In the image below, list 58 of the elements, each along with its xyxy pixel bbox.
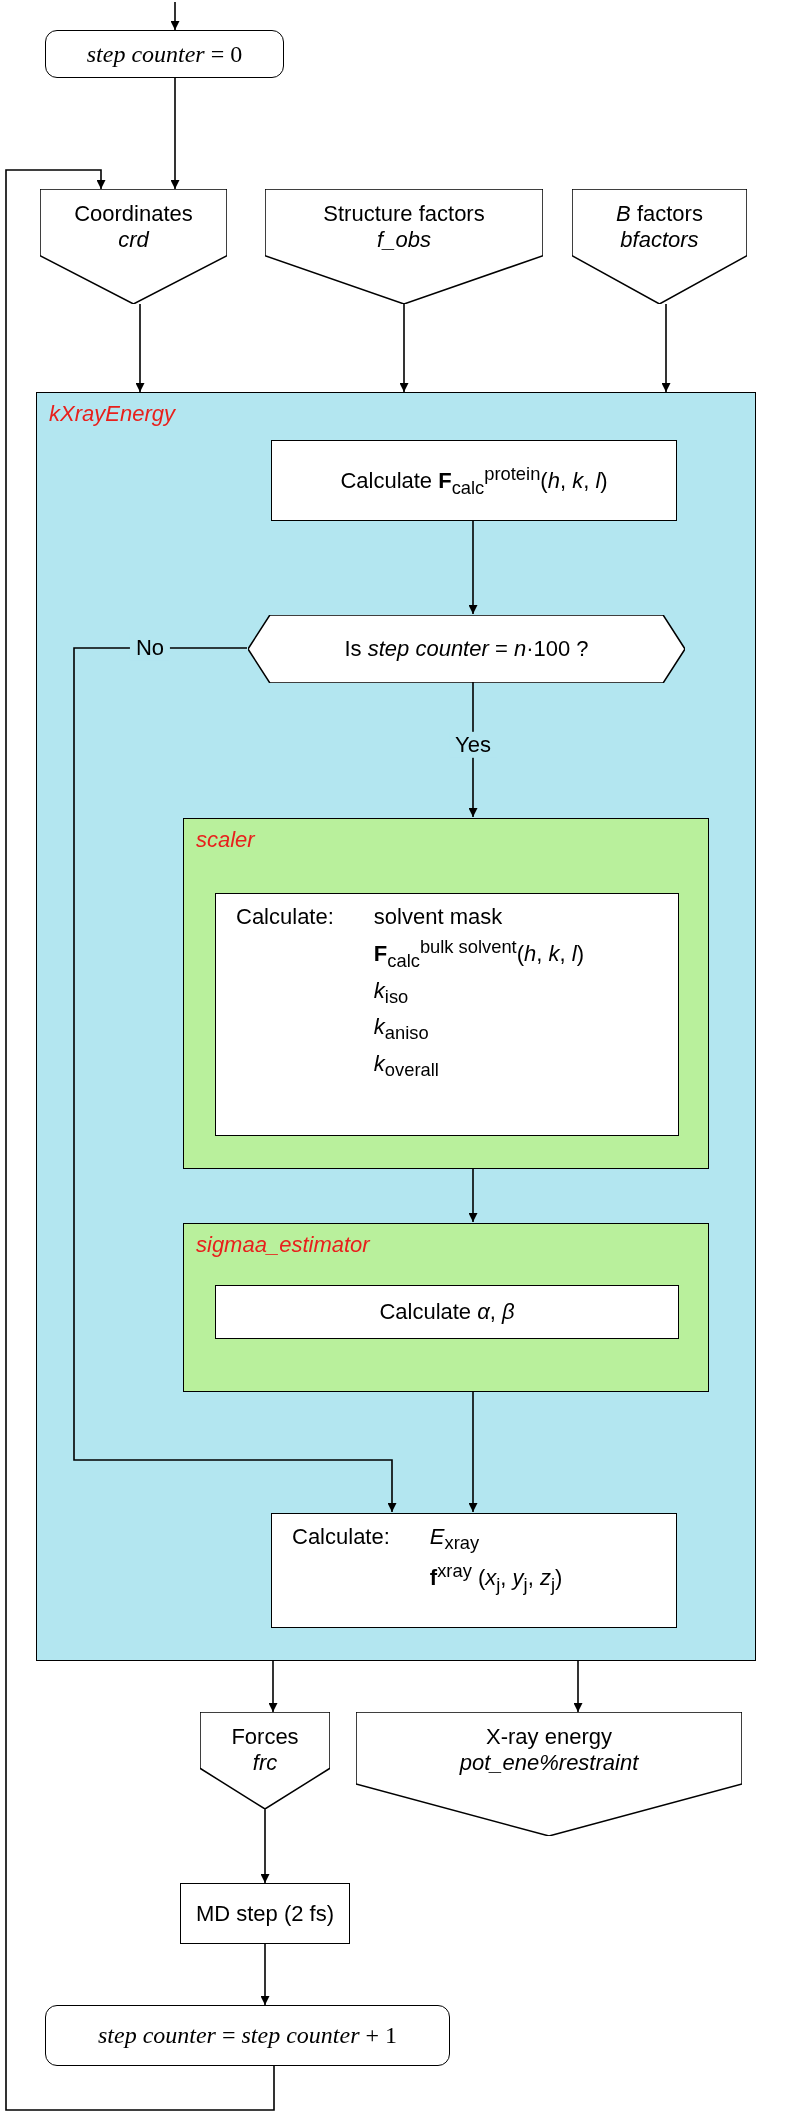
arrow bbox=[73, 647, 397, 1513]
box-text: B factors bbox=[616, 201, 703, 227]
process-box bbox=[271, 440, 677, 521]
box-text: MD step (2 fs) bbox=[195, 1900, 335, 1927]
arrow bbox=[170, 1, 180, 31]
counter-box bbox=[45, 2005, 450, 2066]
data-pentagon bbox=[200, 1712, 330, 1809]
panel-title: sigmaa_estimator bbox=[196, 1232, 370, 1258]
module-panel bbox=[183, 818, 709, 1169]
counter-box bbox=[45, 30, 284, 78]
box-text: E$_{xray}$ bbox=[429, 1524, 481, 1555]
arrow bbox=[468, 1167, 478, 1223]
decision-hexagon bbox=[248, 615, 685, 683]
arrow bbox=[260, 1943, 270, 2006]
box-text: Calculate α, β bbox=[379, 1299, 515, 1325]
box-text: Forces bbox=[231, 1724, 299, 1750]
box-text: step counter = 0 bbox=[86, 40, 243, 68]
process-box bbox=[215, 1285, 679, 1339]
arrow bbox=[260, 1808, 270, 1884]
box-text: solvent mask bbox=[373, 904, 504, 930]
box-text: pot_ene%restraint bbox=[459, 1750, 639, 1776]
box-text: bfactors bbox=[620, 227, 699, 253]
process-box bbox=[215, 893, 679, 1136]
process-box bbox=[180, 1883, 350, 1944]
module-panel bbox=[183, 1223, 709, 1392]
box-text: Structure factors bbox=[323, 201, 485, 227]
arrow bbox=[468, 1390, 478, 1513]
data-pentagon bbox=[572, 189, 747, 304]
box-text: k$_{aniso}$ bbox=[373, 1014, 430, 1045]
panel-title: kXrayEnergy bbox=[49, 401, 175, 427]
process-box bbox=[271, 1513, 677, 1628]
arrow bbox=[573, 1660, 583, 1713]
box-text: step counter = step counter + 1 bbox=[97, 2022, 398, 2049]
box-text: k$_{overall}$ bbox=[373, 1050, 440, 1081]
box-text: frc bbox=[252, 1750, 278, 1776]
box-text: X-ray energy bbox=[486, 1724, 612, 1750]
arrow bbox=[268, 1660, 278, 1713]
panel-title: scaler bbox=[196, 827, 255, 853]
data-pentagon bbox=[265, 189, 543, 304]
box-text: f$^{xray}$ (x$_{j}$, y$_{j}$, z$_{j}$) bbox=[429, 1560, 564, 1597]
arrow bbox=[468, 519, 478, 615]
arrow bbox=[661, 303, 671, 393]
box-text: Calculate: bbox=[236, 904, 334, 930]
data-pentagon bbox=[356, 1712, 742, 1836]
box-text: f_obs bbox=[377, 227, 431, 253]
box-text: Coordinates bbox=[74, 201, 193, 227]
box-text: Is step counter = n·100 ? bbox=[344, 636, 589, 662]
box-text: Calculate F$_{calc}$$^{protein}$(h, k, l) bbox=[340, 462, 608, 499]
arrow bbox=[5, 169, 275, 2111]
module-panel bbox=[36, 392, 756, 1661]
box-text: F$_{calc}$$^{bulk solvent}$(h, k, l) bbox=[373, 936, 585, 972]
box-text: Calculate: bbox=[292, 1524, 390, 1550]
arrow bbox=[135, 303, 145, 393]
box-text: crd bbox=[118, 227, 149, 253]
arrow bbox=[399, 303, 409, 393]
data-pentagon bbox=[40, 189, 227, 304]
box-text: k$_{iso}$ bbox=[373, 977, 410, 1009]
arrow bbox=[170, 77, 180, 190]
